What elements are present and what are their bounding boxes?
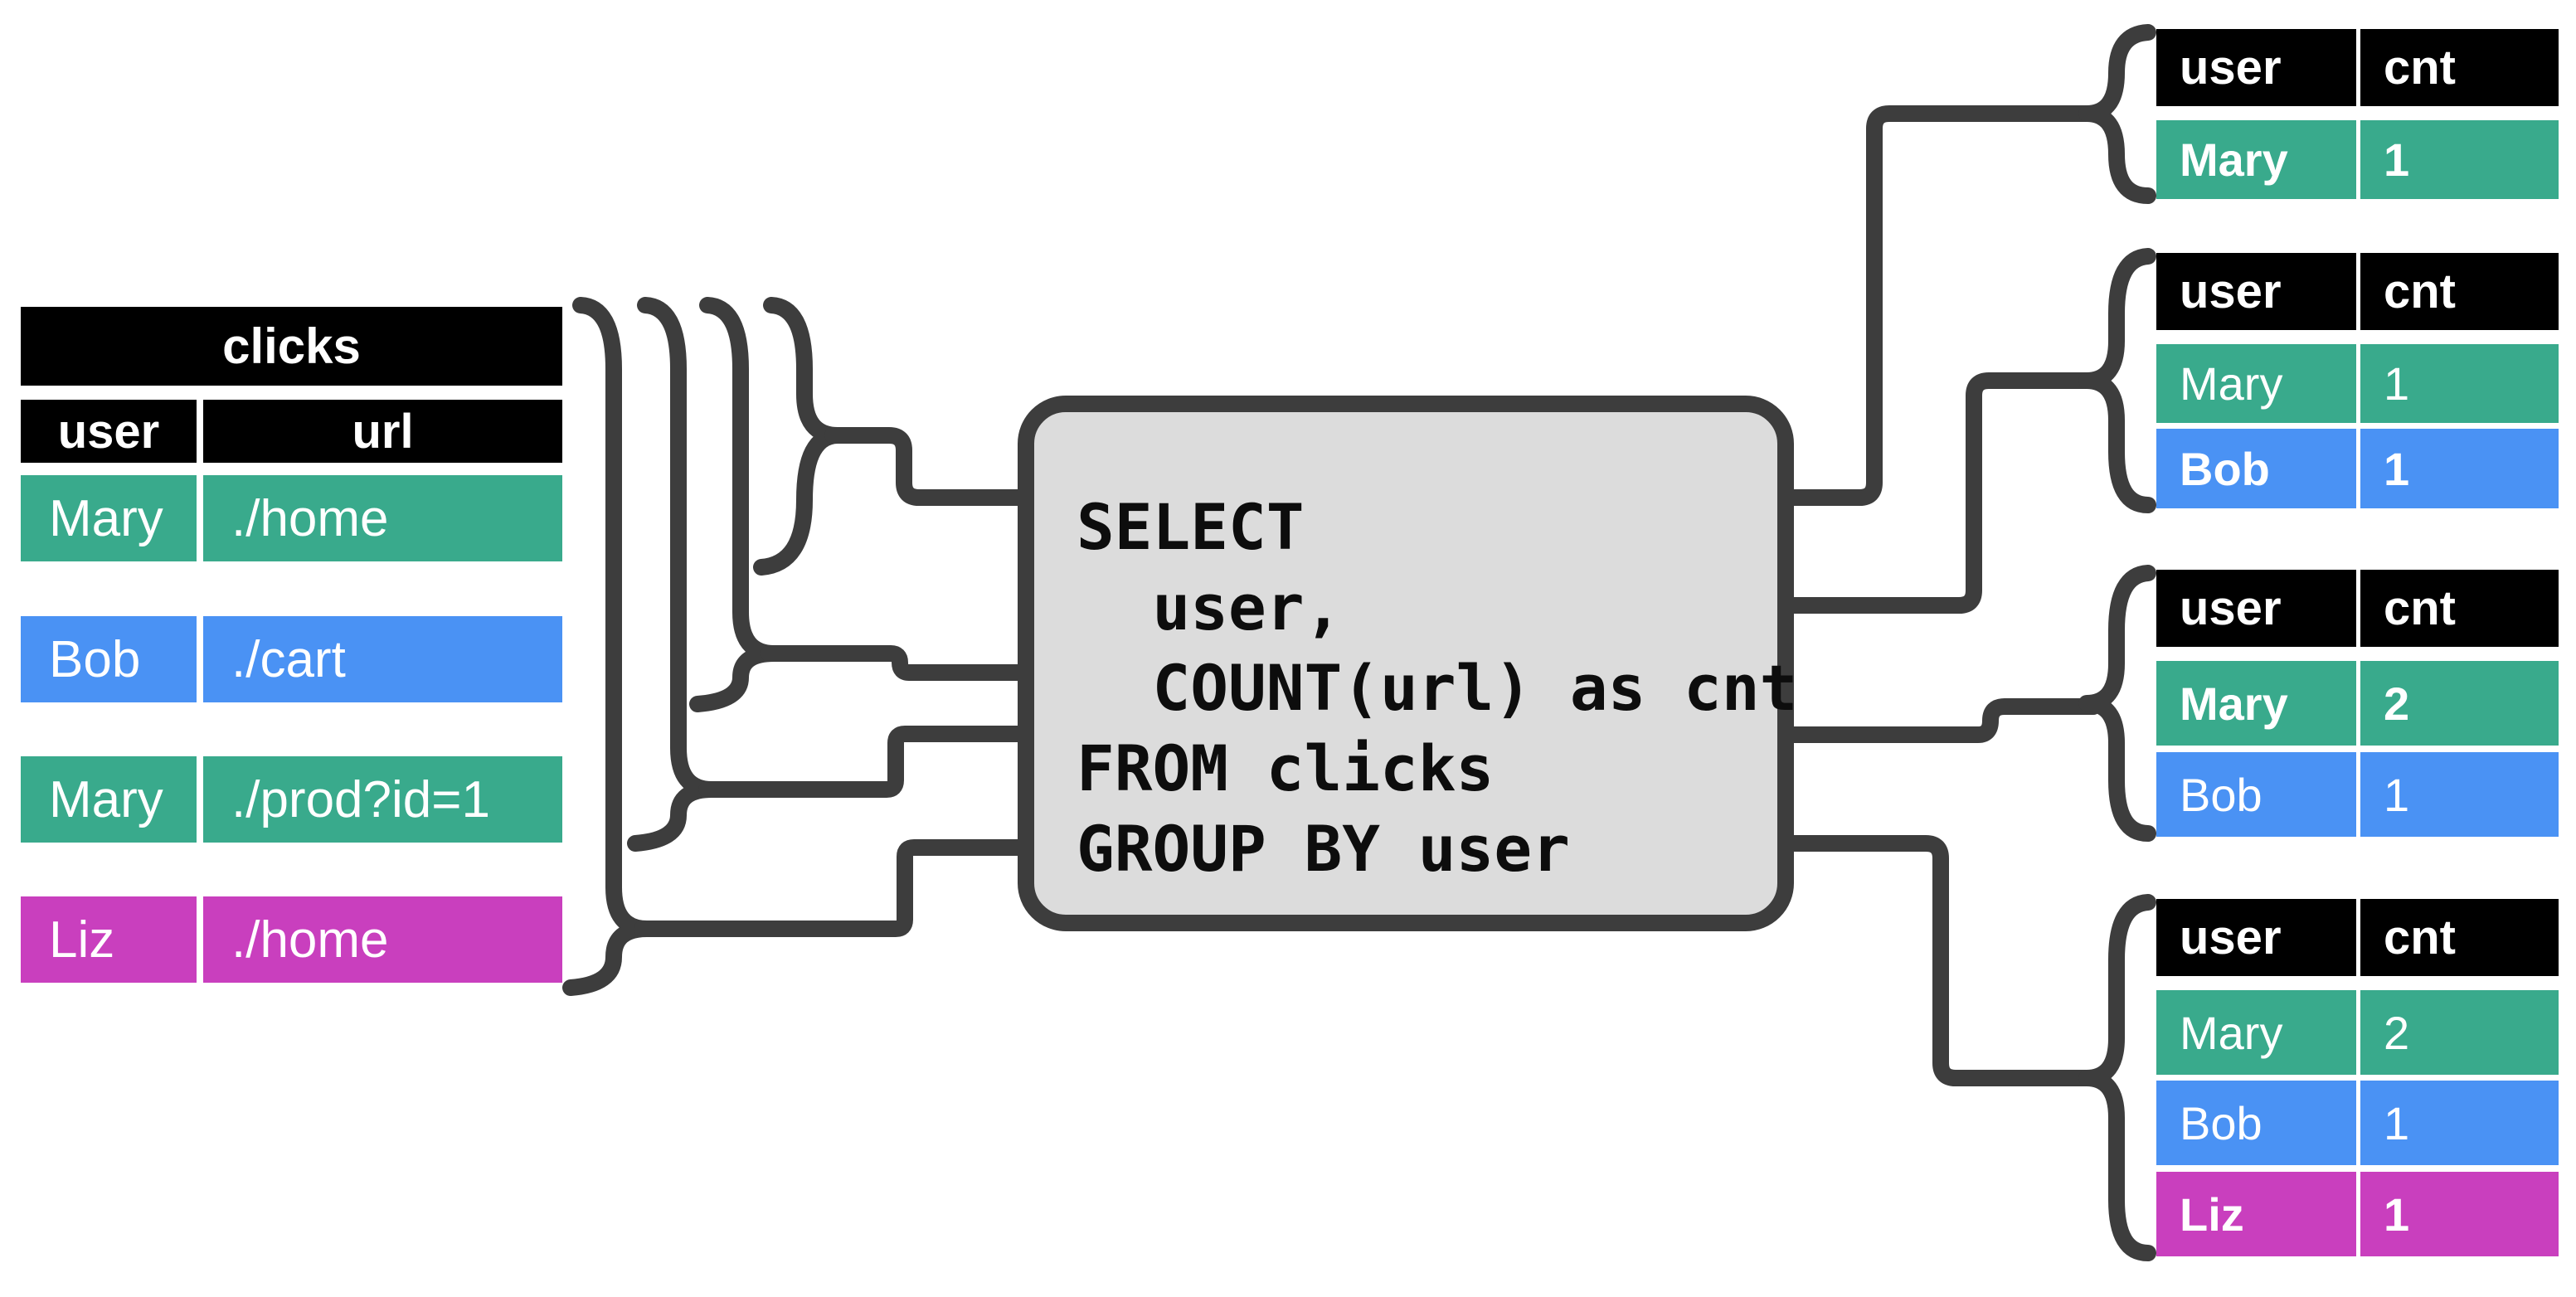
cell-user: Mary [2156, 990, 2356, 1075]
cell-user: Mary [21, 475, 197, 561]
cell-cnt: 1 [2360, 1172, 2559, 1256]
cell-user: Bob [2156, 752, 2356, 837]
table-row: Mary 1 [2156, 120, 2559, 199]
result-table-3: user cnt Mary 2 Bob 1 [2156, 570, 2559, 837]
column-header-user: user [21, 400, 197, 463]
cell-user: Mary [2156, 344, 2356, 423]
sql-line: user, [1077, 571, 1343, 644]
clicks-table-header: user url [21, 400, 562, 463]
right-brace-3 [2078, 565, 2156, 842]
cell-user: Bob [2156, 1081, 2356, 1165]
connector-right-1 [1775, 105, 2102, 506]
cell-user: Liz [21, 896, 197, 983]
table-row: Bob 1 [2156, 752, 2559, 837]
result-table-header: user cnt [2156, 899, 2559, 976]
table-row: Bob 1 [2156, 429, 2559, 508]
result-table-1: user cnt Mary 1 [2156, 29, 2559, 199]
clicks-table: clicks user url Mary ./home Bob ./cart M… [21, 307, 562, 983]
cell-cnt: 1 [2360, 429, 2559, 508]
table-row: Liz ./home [21, 896, 562, 983]
cell-user: Bob [21, 616, 197, 702]
cell-cnt: 2 [2360, 990, 2559, 1075]
cell-url: ./cart [203, 616, 562, 702]
table-row: Mary ./prod?id=1 [21, 756, 562, 843]
result-table-header: user cnt [2156, 570, 2559, 647]
result-table-4: user cnt Mary 2 Bob 1 Liz 1 [2156, 899, 2559, 1256]
table-row: Liz 1 [2156, 1172, 2559, 1256]
table-row: Bob ./cart [21, 616, 562, 702]
table-row: Mary ./home [21, 475, 562, 561]
sql-text: SELECT user, COUNT(url) as cnt FROM clic… [1077, 487, 1797, 889]
connector-left-1 [824, 427, 1037, 506]
cell-cnt: 1 [2360, 1081, 2559, 1165]
column-header-user: user [2156, 29, 2356, 106]
table-row: Mary 2 [2156, 990, 2559, 1075]
result-table-header: user cnt [2156, 253, 2559, 330]
connector-left-4 [634, 839, 1037, 937]
connector-right-2 [1775, 372, 2102, 614]
left-brace-4 [562, 297, 655, 996]
connector-left-2 [761, 645, 1037, 681]
result-table-2: user cnt Mary 1 Bob 1 [2156, 253, 2559, 508]
cell-user: Liz [2156, 1172, 2356, 1256]
cell-url: ./home [203, 475, 562, 561]
column-header-user: user [2156, 253, 2356, 330]
left-brace-2 [689, 297, 782, 712]
table-row: Mary 2 [2156, 661, 2559, 746]
sql-line: SELECT [1077, 490, 1305, 564]
right-brace-4 [2078, 894, 2156, 1261]
table-row: Bob 1 [2156, 1081, 2559, 1165]
sql-line: GROUP BY user [1077, 812, 1570, 886]
column-header-url: url [203, 400, 562, 463]
cell-cnt: 1 [2360, 120, 2559, 199]
column-header-cnt: cnt [2360, 570, 2559, 647]
cell-url: ./prod?id=1 [203, 756, 562, 843]
result-table-header: user cnt [2156, 29, 2559, 106]
column-header-cnt: cnt [2360, 29, 2559, 106]
connector-right-4 [1775, 835, 2102, 1086]
query-box [1018, 396, 1794, 931]
cell-user: Mary [2156, 661, 2356, 746]
cell-cnt: 1 [2360, 752, 2559, 837]
sql-line: FROM clicks [1077, 731, 1495, 805]
table-row: Mary 1 [2156, 344, 2559, 423]
right-brace-1 [2078, 24, 2156, 204]
connector-right-3 [1775, 698, 2102, 743]
column-header-cnt: cnt [2360, 253, 2559, 330]
sql-line: COUNT(url) as cnt [1077, 651, 1798, 725]
cell-url: ./home [203, 896, 562, 983]
cell-cnt: 1 [2360, 344, 2559, 423]
cell-cnt: 2 [2360, 661, 2559, 746]
right-brace-2 [2078, 248, 2156, 513]
column-header-cnt: cnt [2360, 899, 2559, 976]
cell-user: Mary [2156, 120, 2356, 199]
column-header-user: user [2156, 899, 2356, 976]
cell-user: Mary [21, 756, 197, 843]
connector-left-3 [698, 726, 1037, 798]
left-brace-3 [627, 297, 720, 852]
cell-user: Bob [2156, 429, 2356, 508]
clicks-table-title: clicks [21, 307, 562, 386]
column-header-user: user [2156, 570, 2356, 647]
